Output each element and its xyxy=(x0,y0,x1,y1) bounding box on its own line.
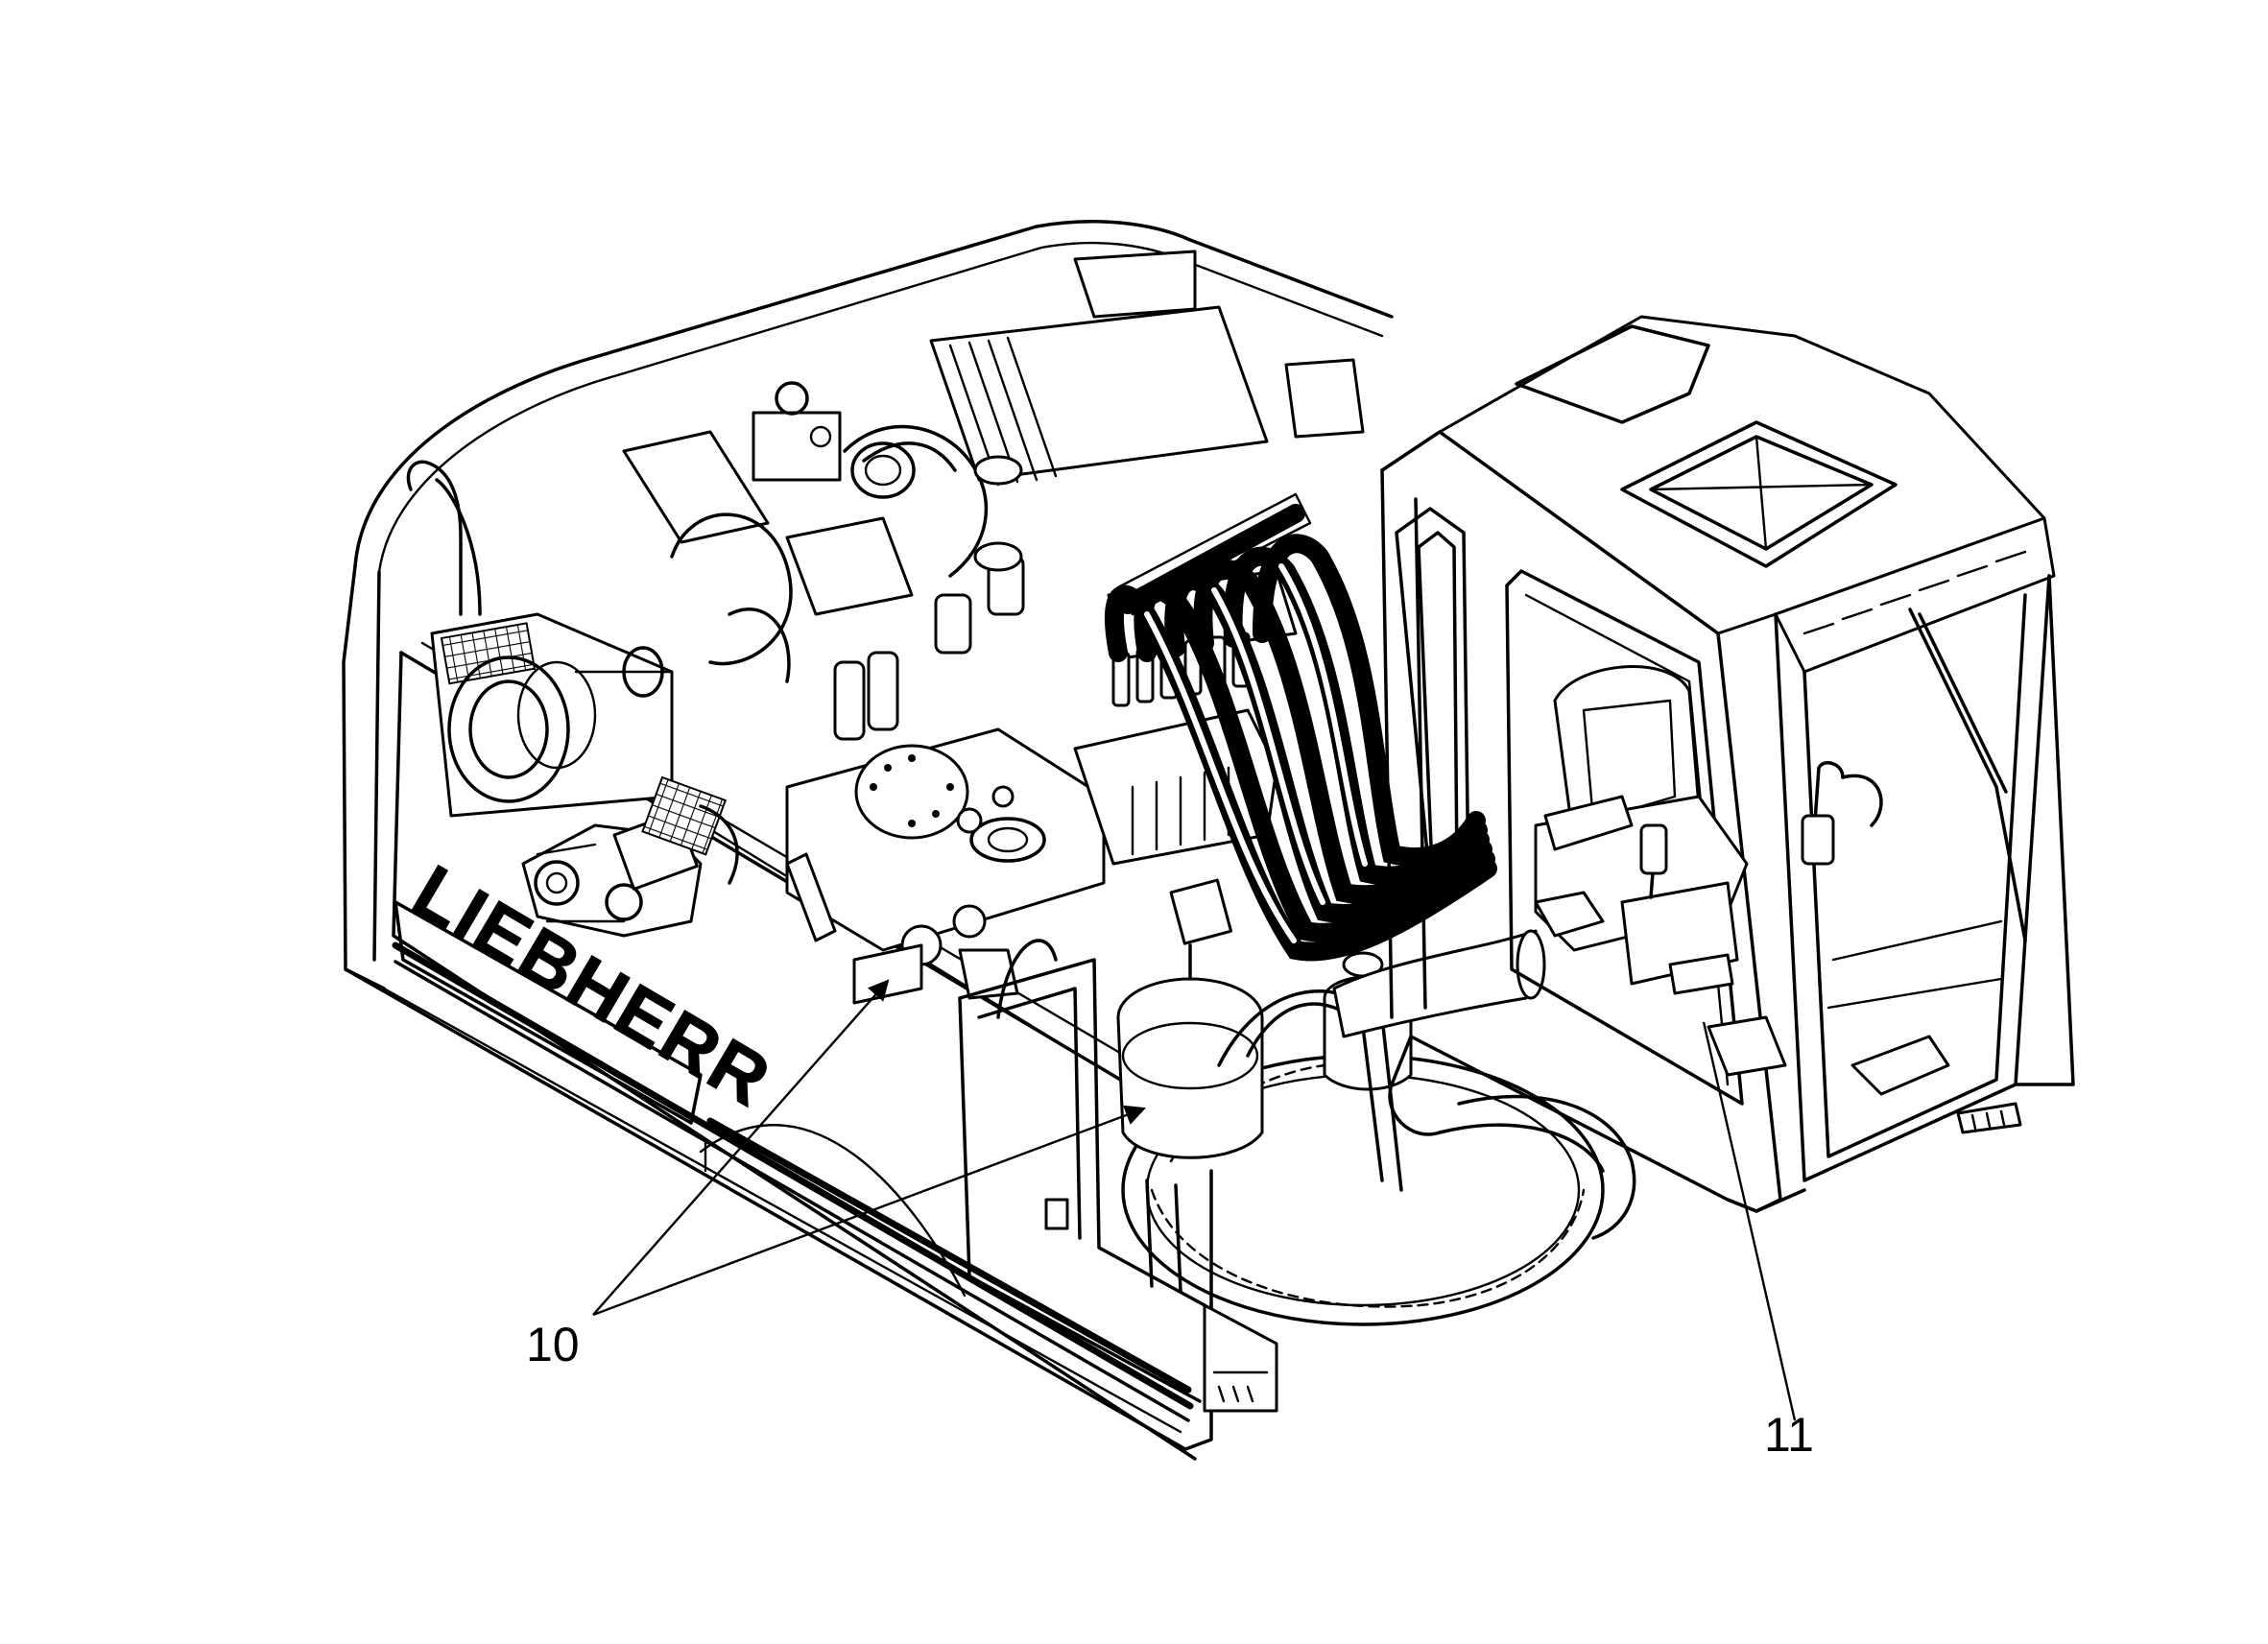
operator-cab xyxy=(1380,315,2075,1213)
callout-label-11: 11 xyxy=(1764,1408,1814,1462)
hydraulic-tank xyxy=(785,727,1106,1005)
air-filter xyxy=(430,612,674,818)
frame-rail xyxy=(958,939,1278,1413)
boom-pivot xyxy=(1332,929,1636,1240)
exhaust-pipe xyxy=(406,460,482,616)
callout-leaders xyxy=(592,979,1797,1421)
hydraulic-pump xyxy=(521,775,739,938)
engine-compartment xyxy=(622,250,1365,741)
callout-label-10: 10 xyxy=(526,1318,580,1371)
